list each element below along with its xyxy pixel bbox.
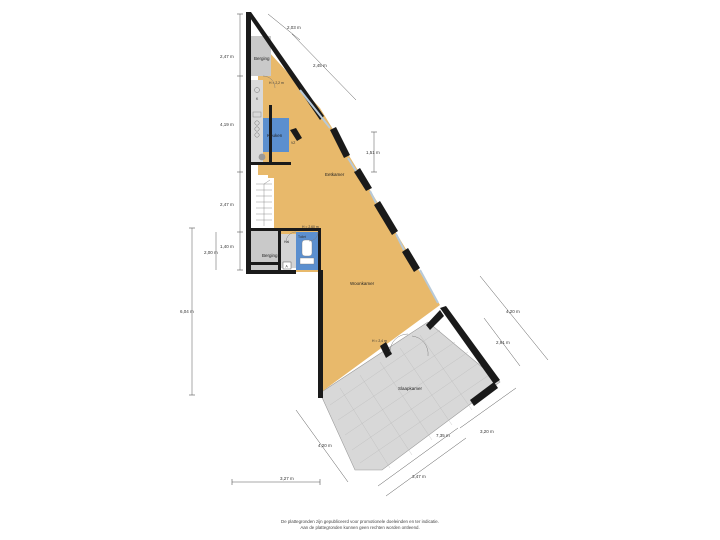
dim-right-outer1: 4,20 m [506, 309, 520, 314]
windows [299, 89, 439, 304]
dim-bottom-width: 3,27 m [280, 476, 294, 481]
dim-right-outer2: 2,91 m [496, 340, 510, 345]
top-dimensions [267, 13, 377, 173]
dim-bottom-diag1: 7,35 m [436, 433, 450, 438]
bar-stool-icon [258, 153, 266, 161]
label-height-woon: H = 2,4 m [372, 339, 387, 343]
sink-icon [252, 111, 262, 118]
main-floor [254, 40, 440, 393]
washbasin [299, 257, 315, 265]
label-koelkast: K [256, 97, 259, 101]
hob-icon [254, 120, 260, 126]
label-vaatwasser: VZ [291, 141, 295, 145]
dim-left-sub2: 2,00 m [204, 250, 218, 255]
label-slaapkamer: Slaapkamer [398, 386, 423, 391]
dim-left-top: 2,47 m [220, 54, 234, 59]
dim-right-eet: 1,51 m [366, 150, 380, 155]
dim-top-diag1: 2,03 m [287, 25, 301, 30]
hob-icon [254, 87, 260, 93]
label-hal: Hal [284, 240, 289, 244]
disclaimer-line-2: Aan de plattegronden kunnen geen rechten… [300, 525, 419, 530]
toilet-fixture [301, 239, 313, 257]
dim-left-mid: 4,19 m [220, 122, 234, 127]
label-meter-box: A [286, 265, 289, 269]
kitchen-appliances [252, 87, 266, 161]
walls [246, 12, 500, 406]
dim-top-diag2: 2,45 m [313, 63, 327, 68]
hob-icon [254, 126, 260, 132]
dim-bottom-diag2: 3,20 m [480, 429, 494, 434]
dim-left-sub1: 1,40 m [220, 244, 234, 249]
hal-room [281, 234, 296, 268]
label-woonkamer: Woonkamer [350, 281, 375, 286]
dim-bottom-diag3: 3,47 m [412, 474, 426, 479]
label-berging-top: Berging [254, 56, 270, 61]
label-keuken: Keuken [267, 133, 283, 138]
disclaimer-line-1: De plattegronden zijn gepubliceerd voor … [281, 519, 439, 524]
dim-bottom-left: 4,20 m [318, 443, 332, 448]
label-eetkamer: Eetkamer [325, 172, 345, 177]
label-height-toilet: H = 2,60 m [302, 225, 319, 229]
label-berging-bottom: Berging [262, 253, 278, 258]
right-dimensions [479, 275, 549, 367]
stairs [256, 179, 272, 226]
meter-box [282, 261, 292, 270]
bottom-dimensions [231, 387, 517, 497]
left-dimensions [189, 13, 243, 396]
hob-icon [254, 132, 260, 138]
kitchen-island [263, 118, 289, 152]
berging-top-room [250, 36, 271, 76]
label-height-top: H = 2,2 m [269, 81, 284, 85]
terrace [319, 321, 501, 471]
dim-left-low: 2,47 m [220, 202, 234, 207]
doors [262, 75, 429, 357]
label-toilet: Toilet [298, 235, 306, 239]
dim-left-total: 6,04 m [180, 309, 194, 314]
